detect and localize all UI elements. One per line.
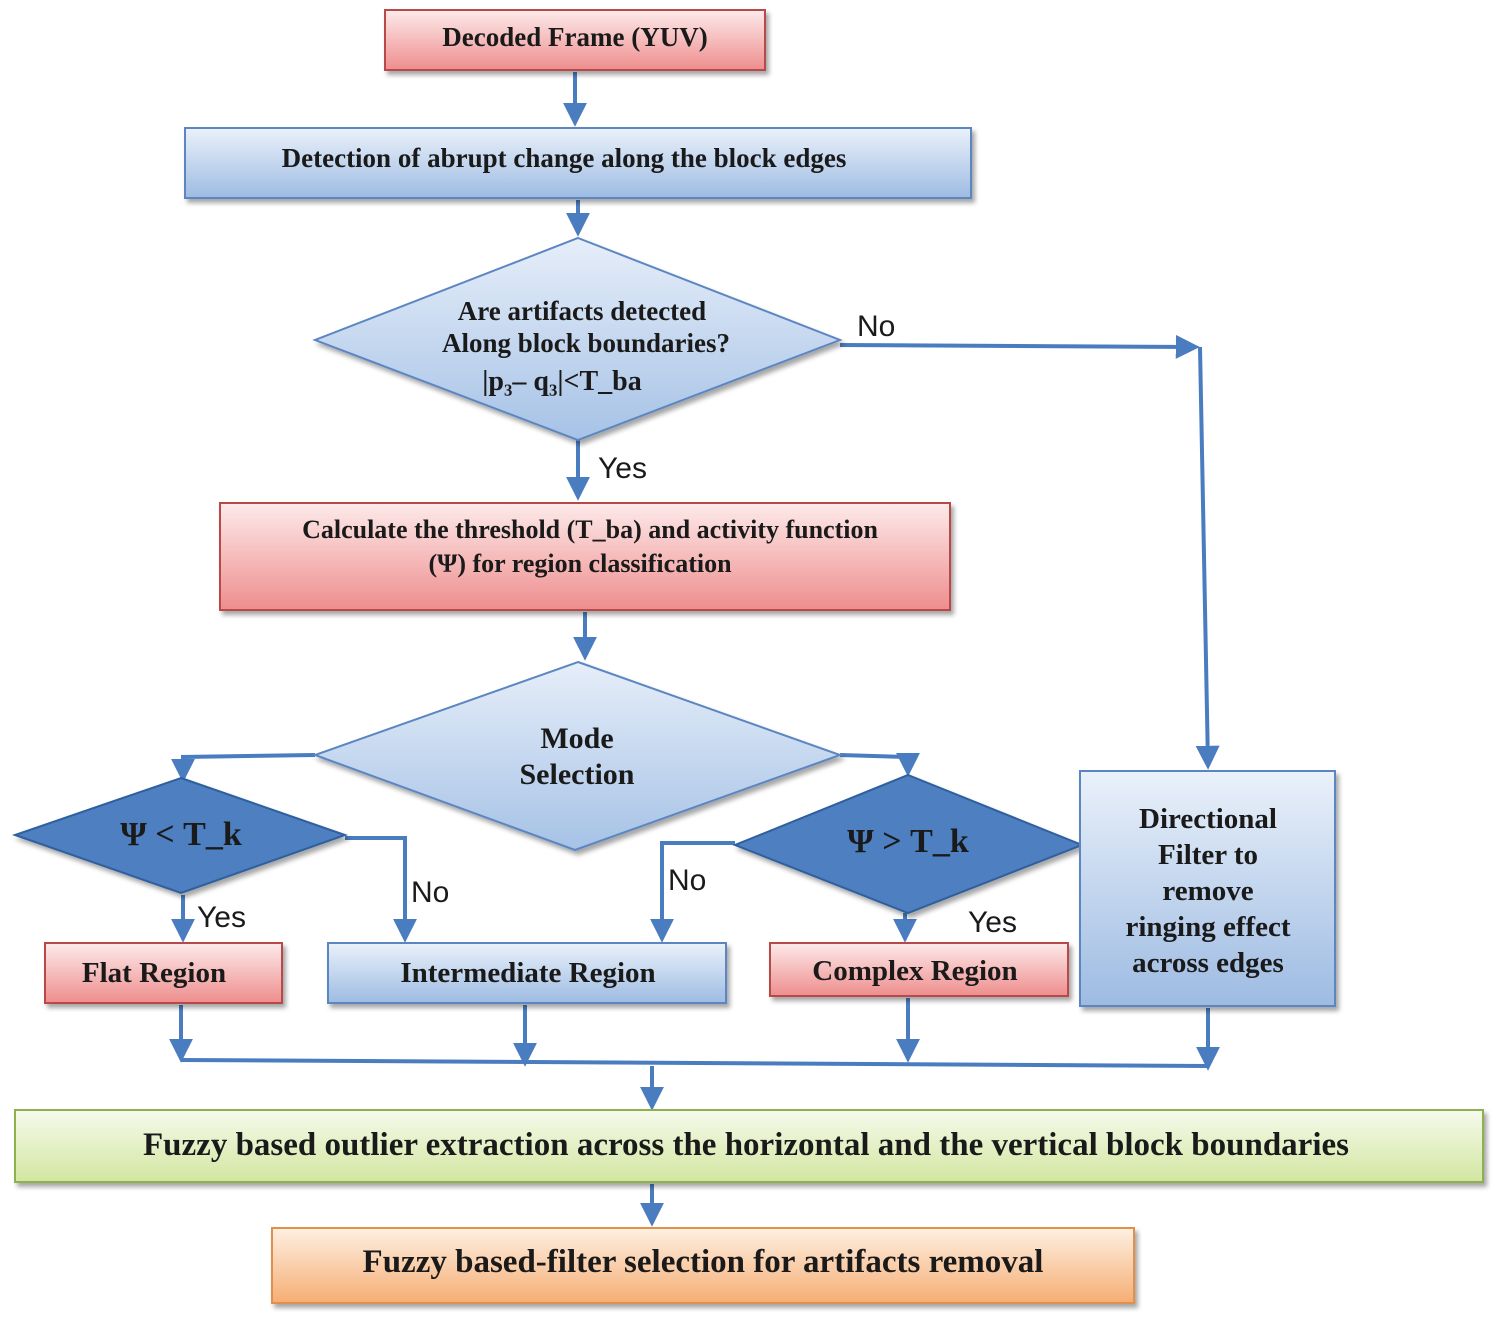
calculate-line1: Calculate the threshold (T_ba) and activ… [302, 515, 878, 544]
mode-selection-line2: Selection [520, 758, 635, 791]
artifacts-decision-diamond: Are artifacts detected Along block bound… [312, 236, 843, 442]
directional-filter-line3: remove [1162, 875, 1253, 907]
mode-selection-diamond: Mode Selection [312, 660, 843, 852]
flat-region-box: Flat Region [44, 942, 283, 1004]
arrow-decision-no [839, 334, 1200, 359]
edge-label-yes-artifacts: Yes [598, 452, 647, 485]
connectors [169, 72, 1220, 1227]
artifacts-formula: |p₃– q₃|<T_ba [482, 366, 641, 397]
edge-label-no-artifacts: No [857, 310, 895, 343]
directional-filter-box: Directional Filter to remove ringing eff… [1079, 770, 1336, 1007]
complex-decision-label: Ψ > T_k [847, 823, 969, 860]
complex-region-box: Complex Region [769, 942, 1069, 997]
mode-selection-line1: Mode [540, 722, 613, 755]
intermediate-region-label: Intermediate Region [400, 957, 655, 989]
edge-label-yes-complex: Yes [968, 906, 1017, 939]
artifacts-question-line1: Are artifacts detected [458, 296, 706, 326]
flat-decision-label: Ψ < T_k [120, 816, 242, 853]
calculate-box: Calculate the threshold (T_ba) and activ… [219, 502, 951, 611]
decoded-frame-box: Decoded Frame (YUV) [384, 9, 766, 71]
flat-region-label: Flat Region [82, 957, 226, 989]
arrow-flat-no-to-intermediate [345, 836, 417, 943]
edge-label-yes-flat: Yes [197, 901, 246, 934]
merge-line [180, 1058, 1209, 1068]
directional-filter-line1: Directional [1139, 803, 1277, 835]
calculate-line2: (Ψ) for region classification [428, 549, 732, 578]
arrow-mode-to-complex-decision [839, 752, 920, 777]
detection-box: Detection of abrupt change along the blo… [184, 127, 972, 199]
directional-filter-line4: ringing effect [1125, 911, 1290, 943]
intermediate-region-box: Intermediate Region [327, 942, 727, 1004]
arrow-no-down-to-directional [1195, 346, 1220, 770]
arrow-complex-no-to-intermediate [650, 841, 735, 943]
complex-decision-diamond: Ψ > T_k [732, 773, 1085, 915]
fuzzy-outlier-box: Fuzzy based outlier extraction across th… [14, 1109, 1484, 1183]
edge-label-no-flat: No [411, 876, 449, 909]
edge-label-no-complex: No [668, 864, 706, 897]
detection-label: Detection of abrupt change along the blo… [282, 143, 847, 173]
directional-filter-line5: across edges [1132, 947, 1284, 979]
artifacts-question-line2: Along block boundaries? [442, 328, 730, 358]
decoded-frame-label: Decoded Frame (YUV) [442, 22, 707, 52]
fuzzy-outlier-label: Fuzzy based outlier extraction across th… [143, 1127, 1349, 1163]
fuzzy-filter-label: Fuzzy based-filter selection for artifac… [363, 1244, 1044, 1280]
flat-decision-diamond: Ψ < T_k [11, 776, 349, 895]
arrow-mode-to-flat-decision [171, 753, 316, 783]
fuzzy-filter-box: Fuzzy based-filter selection for artifac… [271, 1227, 1135, 1304]
directional-filter-line2: Filter to [1158, 839, 1258, 871]
complex-region-label: Complex Region [812, 955, 1017, 987]
